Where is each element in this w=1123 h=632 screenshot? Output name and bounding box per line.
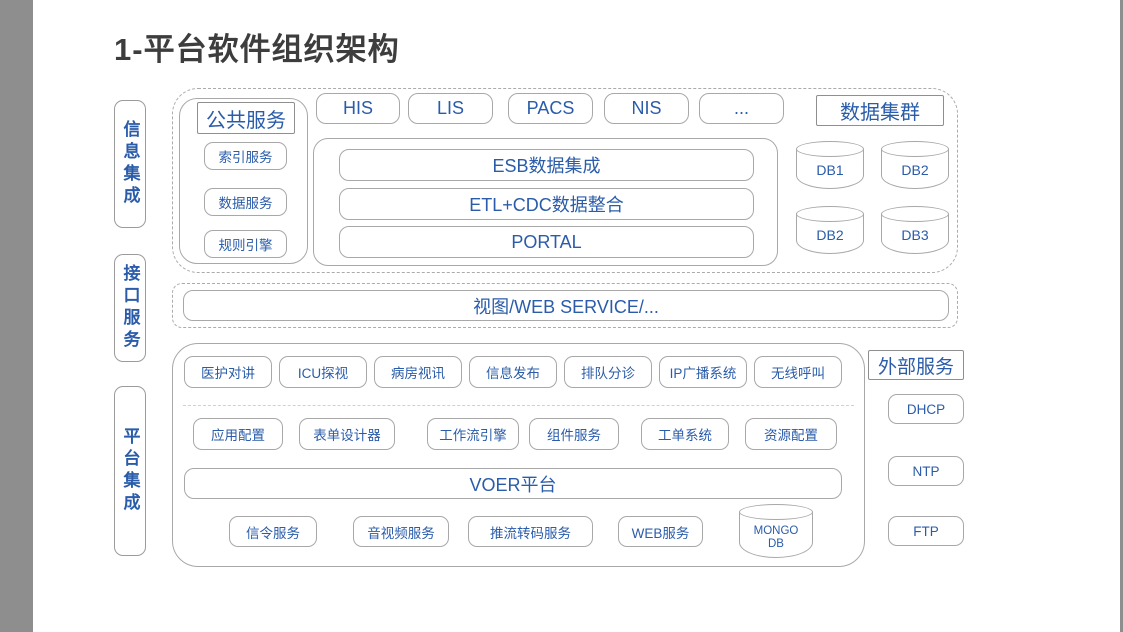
cylinder-top-icon	[881, 206, 949, 222]
public-services-title: 公共服务	[197, 102, 295, 134]
side-label-interface-services: 接口服务	[114, 254, 146, 362]
app-icu-visit: ICU探视	[279, 356, 367, 388]
db-cylinder-db2b: DB2	[796, 206, 864, 254]
service-signaling: 信令服务	[229, 516, 317, 547]
db-label: MONGO DB	[753, 525, 799, 550]
cylinder-top-icon	[796, 206, 864, 222]
interface-services-section: 视图/WEB SERVICE/...	[172, 283, 958, 328]
gateway-box: 视图/WEB SERVICE/...	[183, 290, 949, 321]
side-label-platform-integration: 平台集成	[114, 386, 146, 556]
service-push-transcode: 推流转码服务	[468, 516, 593, 547]
db-label: DB2	[901, 162, 929, 179]
public-service-rule-engine: 规则引擎	[204, 230, 287, 258]
db-label: DB1	[816, 162, 844, 179]
external-services-title: 外部服务	[868, 350, 964, 380]
db-cylinder-db2: DB2	[881, 141, 949, 189]
external-service-ftp: FTP	[888, 516, 964, 546]
app-info-release: 信息发布	[469, 356, 557, 388]
tool-work-order: 工单系统	[641, 418, 729, 450]
system-pacs: PACS	[508, 93, 593, 124]
integration-layers-group: ESB数据集成 ETL+CDC数据整合 PORTAL	[313, 138, 778, 266]
cylinder-top-icon	[881, 141, 949, 157]
letterbox-left	[0, 0, 33, 632]
tool-form-designer: 表单设计器	[299, 418, 395, 450]
letterbox-right	[1120, 0, 1123, 632]
external-service-dhcp: DHCP	[888, 394, 964, 424]
tool-resource-config: 资源配置	[745, 418, 837, 450]
side-label-info-integration: 信息集成	[114, 100, 146, 228]
db-label: DB2	[816, 227, 844, 244]
app-wireless-call: 无线呼叫	[754, 356, 842, 388]
app-nurse-intercom: 医护对讲	[184, 356, 272, 388]
system-more: ...	[699, 93, 784, 124]
layer-esb: ESB数据集成	[339, 149, 754, 181]
service-audio-video: 音视频服务	[353, 516, 449, 547]
app-ip-broadcast: IP广播系统	[659, 356, 747, 388]
cylinder-top-icon	[739, 504, 813, 520]
layer-portal: PORTAL	[339, 226, 754, 258]
system-his: HIS	[316, 93, 400, 124]
tool-workflow-engine: 工作流引擎	[427, 418, 519, 450]
external-service-ntp: NTP	[888, 456, 964, 486]
platform-integration-section: 医护对讲 ICU探视 病房视讯 信息发布 排队分诊 IP广播系统 无线呼叫 应用…	[172, 343, 865, 567]
db-cylinder-db1: DB1	[796, 141, 864, 189]
cylinder-top-icon	[796, 141, 864, 157]
page-title: 1-平台软件组织架构	[114, 32, 400, 67]
db-label: DB3	[901, 227, 929, 244]
app-ward-video: 病房视讯	[374, 356, 462, 388]
public-service-index: 索引服务	[204, 142, 287, 170]
layer-etl-cdc: ETL+CDC数据整合	[339, 188, 754, 220]
section-divider	[183, 405, 854, 406]
mongodb-cylinder: MONGO DB	[739, 504, 813, 558]
system-lis: LIS	[408, 93, 493, 124]
cylinder-body	[881, 214, 949, 254]
service-web: WEB服务	[618, 516, 703, 547]
system-nis: NIS	[604, 93, 689, 124]
info-integration-section: 公共服务 索引服务 数据服务 规则引擎 HIS LIS PACS NIS ...…	[172, 88, 958, 273]
voer-platform-box: VOER平台	[184, 468, 842, 499]
app-queue-triage: 排队分诊	[564, 356, 652, 388]
data-cluster-title: 数据集群	[816, 95, 944, 126]
public-service-data: 数据服务	[204, 188, 287, 216]
public-services-group: 公共服务 索引服务 数据服务 规则引擎	[179, 98, 308, 264]
db-cylinder-db3: DB3	[881, 206, 949, 254]
tool-component-service: 组件服务	[529, 418, 619, 450]
tool-app-config: 应用配置	[193, 418, 283, 450]
